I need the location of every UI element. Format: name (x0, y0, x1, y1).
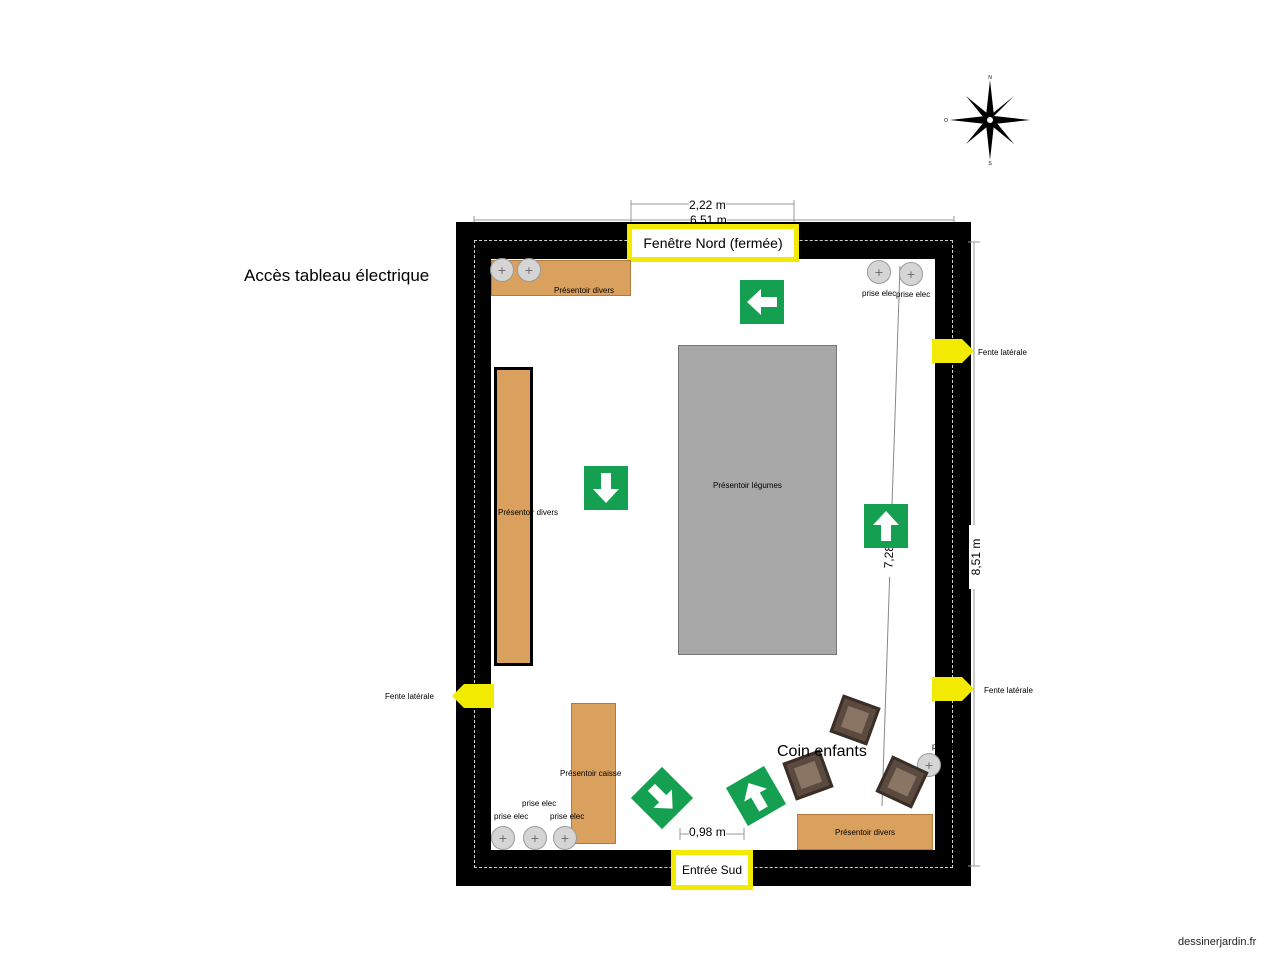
arrow-icon (584, 466, 628, 510)
outlet-label: prise elec (550, 812, 585, 821)
yellow-arrow-icon (452, 684, 494, 708)
compass-west: O (944, 118, 948, 124)
outlet-label: prise elec (529, 243, 564, 252)
vegetables-display (678, 345, 837, 655)
plus-icon: + (517, 258, 541, 282)
side-slot-label-left: Fente latérale (385, 692, 434, 701)
compass-south: S (988, 161, 992, 166)
top-left-display: Présentoir divers (491, 260, 631, 296)
side-slot-label-right-top: Fente latérale (978, 348, 1027, 357)
north-window-label: Fenêtre Nord (fermée) (643, 235, 783, 251)
outlet-label: prise elec (862, 289, 897, 298)
compass-rose-icon: N O S (944, 75, 1030, 166)
north-window: Fenêtre Nord (fermée) (627, 224, 799, 262)
checkout-display-label: Présentoir caisse (560, 769, 622, 778)
side-slot-label-right-bottom: Fente latérale (984, 686, 1033, 695)
top-left-display-label: Présentoir divers (554, 286, 615, 295)
arrow-icon (630, 766, 694, 830)
outlet-label: prise elec (485, 242, 520, 251)
south-entrance-label: Entrée Sud (681, 863, 743, 877)
plus-icon: + (917, 753, 941, 777)
watermark: dessinerjardin.fr (1178, 936, 1257, 948)
plus-icon: + (490, 258, 514, 282)
south-entrance: Entrée Sud (671, 850, 753, 890)
checkout-display (571, 703, 616, 844)
yellow-arrow-icon (932, 677, 974, 701)
right-wall-dimension: 8,51 m (969, 525, 983, 589)
kids-corner-label: Coin enfants (777, 743, 867, 760)
plus-icon: + (899, 262, 923, 286)
yellow-arrow-icon (932, 339, 974, 363)
outlet-label: prise elec (896, 290, 931, 299)
outlet-label: prise elec (494, 812, 529, 821)
top-window-dimension: 2,22 m (689, 198, 726, 212)
plus-icon: + (523, 826, 547, 850)
bottom-right-display-label: Présentoir divers (834, 827, 896, 837)
left-display (494, 367, 533, 666)
electrical-access-label: Accès tableau électrique (244, 266, 430, 285)
plus-icon: + (491, 826, 515, 850)
compass-north: N (988, 75, 992, 81)
plus-icon: + (553, 826, 577, 850)
outlet-label: prise elec (932, 742, 967, 751)
entrance-dimension: 0,98 m (689, 825, 726, 839)
arrow-icon (740, 280, 784, 324)
left-display-label: Présentoir divers (498, 508, 559, 517)
arrow-icon (864, 504, 908, 548)
bottom-right-display: Présentoir divers (797, 814, 933, 850)
outlet-label: prise elec (522, 799, 557, 808)
arrow-icon (725, 765, 787, 827)
vegetables-display-label: Présentoir légumes (713, 481, 782, 490)
plus-icon: + (867, 260, 891, 284)
